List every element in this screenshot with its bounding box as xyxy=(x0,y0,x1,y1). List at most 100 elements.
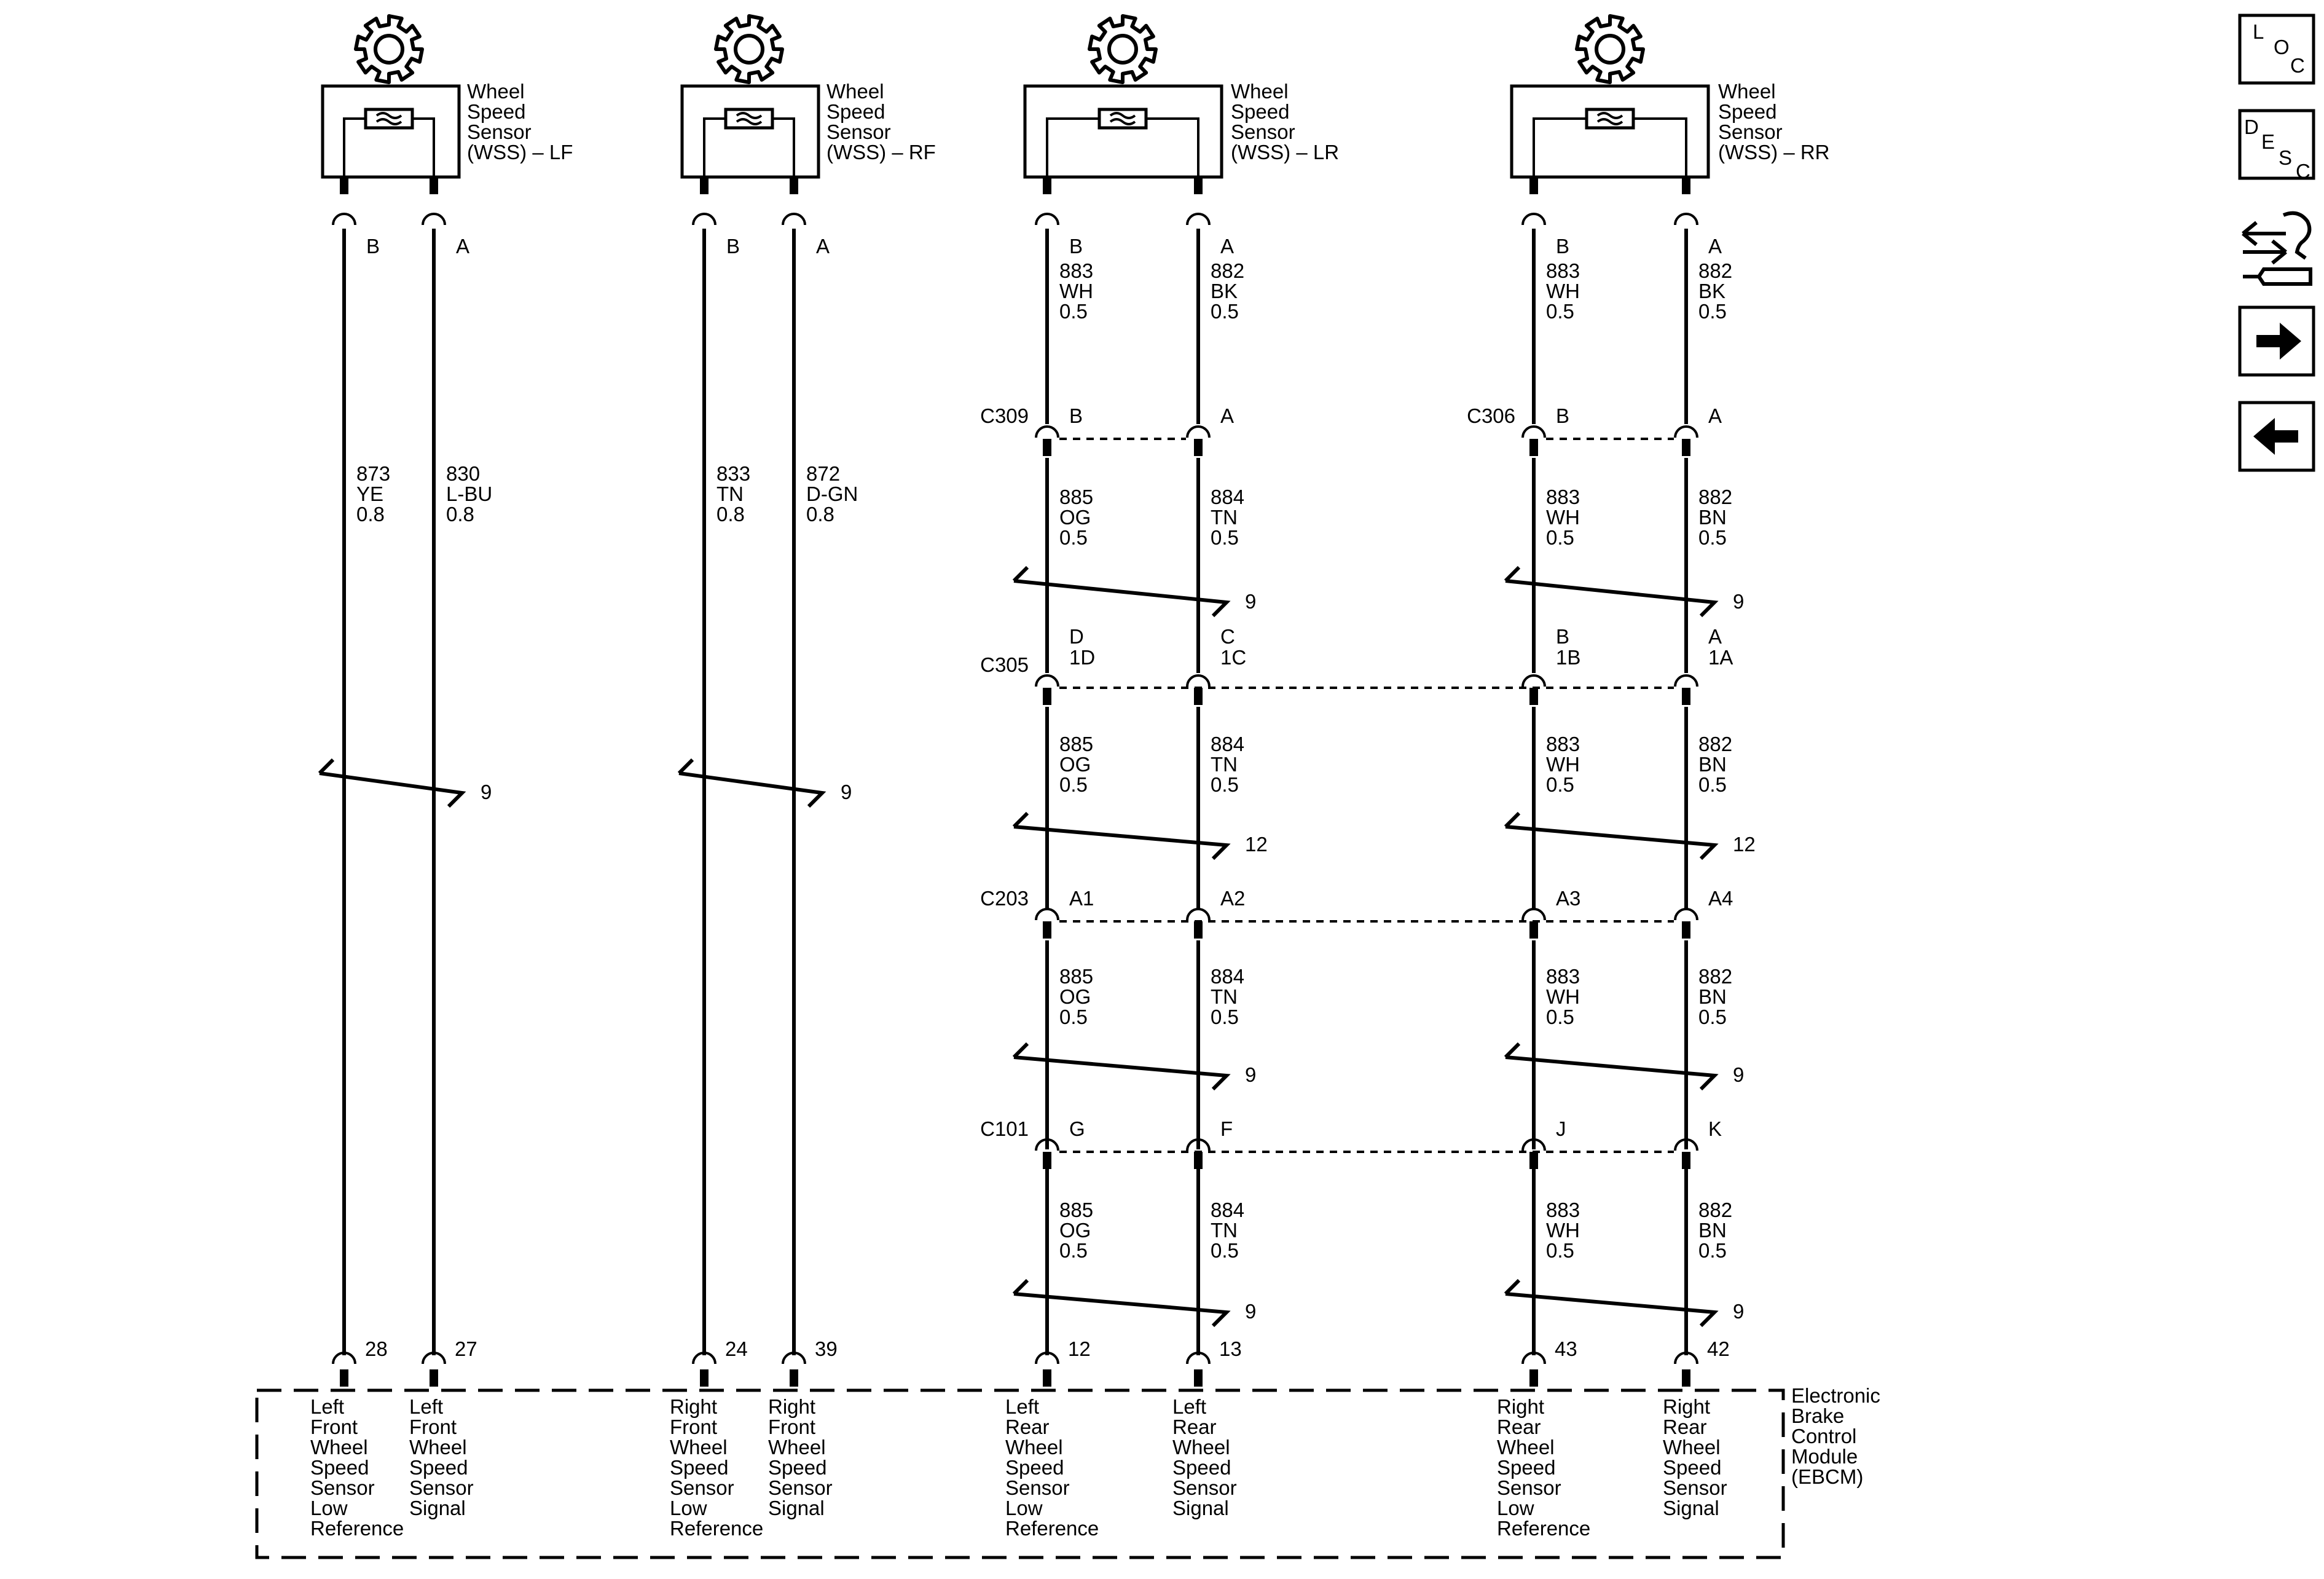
ebcm-pin-function: Low xyxy=(670,1497,707,1519)
wire-spec: WH xyxy=(1546,985,1580,1008)
gear-icon xyxy=(1575,14,1645,84)
sensor-element xyxy=(364,108,414,130)
connector-pin-label: K xyxy=(1708,1117,1722,1140)
wire-spec: TN xyxy=(1211,1219,1238,1242)
inline-connector-pin xyxy=(1194,921,1203,939)
inline-connector-pin xyxy=(1529,439,1538,456)
connector-pin-label: A1 xyxy=(1069,887,1094,910)
inline-connector-cup xyxy=(1674,908,1698,921)
ebcm-connector-cup xyxy=(1674,1352,1698,1364)
wire-spec: 884 xyxy=(1211,733,1244,755)
connector-pin-label: 1C xyxy=(1220,646,1246,669)
sensor-pin xyxy=(340,177,348,194)
rear-rr-twisted-pair-label: 9 xyxy=(1733,1300,1744,1323)
wrench-icon[interactable] xyxy=(2243,267,2312,286)
ebcm-pin-function: Reference xyxy=(670,1517,763,1540)
sensor-internal-wire xyxy=(703,117,795,177)
gear-icon xyxy=(714,14,784,84)
ebcm-pin-function: Speed xyxy=(1005,1456,1064,1479)
sensor-title: Sensor xyxy=(1231,120,1295,143)
rear-rr-twisted-pair-label: 9 xyxy=(1733,1063,1744,1086)
wire-spec: BN xyxy=(1698,1219,1727,1242)
wire-spec: 0.5 xyxy=(1546,300,1574,323)
ebcm-pin-number: 42 xyxy=(1707,1337,1730,1360)
ebcm-title: Control xyxy=(1791,1425,1856,1447)
sensor-title: Speed xyxy=(1231,100,1289,123)
inline-connector-pin xyxy=(1194,1152,1203,1169)
sensor-title: Wheel xyxy=(826,80,884,103)
wire-spec: WH xyxy=(1059,280,1093,302)
ebcm-connector-cup xyxy=(332,1352,356,1364)
sensor-connector-cup xyxy=(1035,213,1059,226)
sensor-title: Speed xyxy=(826,100,885,123)
component-view-icon[interactable] xyxy=(2242,211,2312,265)
sensor-pin xyxy=(790,177,798,194)
ebcm-pin-function: Speed xyxy=(1172,1456,1231,1479)
connector-pin-label: A2 xyxy=(1220,887,1245,910)
inline-connector-pin xyxy=(1529,688,1538,705)
rear-rr-twisted-pair xyxy=(1505,579,1719,618)
rear-lr-twisted-pair xyxy=(1012,1278,1029,1296)
rear-rr-twisted-pair-label: 9 xyxy=(1733,590,1744,613)
wire-spec: BN xyxy=(1698,985,1727,1008)
wire-spec: 0.5 xyxy=(1698,1239,1727,1262)
ebcm-pin-function: Signal xyxy=(1172,1497,1229,1519)
inline-connector-cup xyxy=(1521,1138,1546,1151)
ebcm-pin-function: Sensor xyxy=(670,1476,734,1499)
ebcm-title: Module xyxy=(1791,1445,1858,1468)
sensor-title: Sensor xyxy=(467,120,532,143)
sensor-pin-label: A xyxy=(1708,235,1722,258)
rear-rr-twisted-pair xyxy=(1504,1042,1521,1059)
next-arrow-icon[interactable] xyxy=(2256,323,2301,360)
wire-spec: 882 xyxy=(1698,486,1732,508)
sensor-pin-label: A xyxy=(816,235,830,258)
previous-arrow-icon[interactable] xyxy=(2253,418,2298,455)
rear-lr-twisted-pair-label: 12 xyxy=(1245,833,1268,856)
sensor-internal-wire xyxy=(1046,117,1199,177)
connector-pin-label: 1D xyxy=(1069,646,1095,669)
sensor-pin-label: B xyxy=(726,235,740,258)
ebcm-pin-function: Speed xyxy=(1663,1456,1721,1479)
previous-button[interactable] xyxy=(2238,401,2315,472)
inline-connector-pin xyxy=(1194,688,1203,705)
ebcm-pin-number: 24 xyxy=(725,1337,748,1360)
connector-name: C306 xyxy=(1467,404,1515,427)
desc-button[interactable] xyxy=(2238,109,2315,180)
sensor-pin xyxy=(1043,177,1051,194)
sensor-pin xyxy=(1194,177,1203,194)
ebcm-pin-function: Sensor xyxy=(409,1476,474,1499)
rear-rr-twisted-pair xyxy=(1505,1292,1719,1328)
connector-name: C305 xyxy=(980,653,1029,676)
wire-spec: L-BU xyxy=(446,482,492,505)
wire-spec: 884 xyxy=(1211,965,1244,988)
wire-spec: 0.5 xyxy=(1546,773,1574,796)
inline-connector-pin xyxy=(1682,921,1690,939)
ebcm-pin-function: Rear xyxy=(1172,1416,1217,1438)
connector-pin-label: A4 xyxy=(1708,887,1733,910)
ebcm-pin-function: Sensor xyxy=(1005,1476,1070,1499)
sensor-coil xyxy=(736,112,763,125)
connector-pin-label: A3 xyxy=(1556,887,1580,910)
connector-pin-label: A xyxy=(1708,625,1722,648)
gear-icon xyxy=(354,14,424,84)
ebcm-connector-cup xyxy=(1035,1352,1059,1364)
ebcm-title: (EBCM) xyxy=(1791,1465,1863,1488)
wire-spec: 884 xyxy=(1211,1199,1244,1221)
rear-lr-twisted-pair xyxy=(1012,565,1029,583)
sensor-pin xyxy=(700,177,709,194)
sensor-element xyxy=(1097,108,1148,130)
connector-pin-label: A xyxy=(1708,404,1722,427)
inline-connector-cup xyxy=(1674,674,1698,687)
loc-letter: O xyxy=(2274,36,2290,58)
ebcm-pin-function: Speed xyxy=(409,1456,468,1479)
sensor-pin xyxy=(1529,177,1538,194)
front-lf-twisted-pair xyxy=(318,758,335,775)
inline-connector-pin xyxy=(1682,1152,1690,1169)
connector-name: C309 xyxy=(980,404,1029,427)
wire-spec: 882 xyxy=(1698,259,1732,282)
ebcm-connector-cup xyxy=(782,1352,806,1364)
inline-connector-cup xyxy=(1035,908,1059,921)
ebcm-pin-function: Sensor xyxy=(310,1476,375,1499)
loc-button[interactable] xyxy=(2238,14,2315,85)
wire-spec: 0.5 xyxy=(1546,1006,1574,1028)
